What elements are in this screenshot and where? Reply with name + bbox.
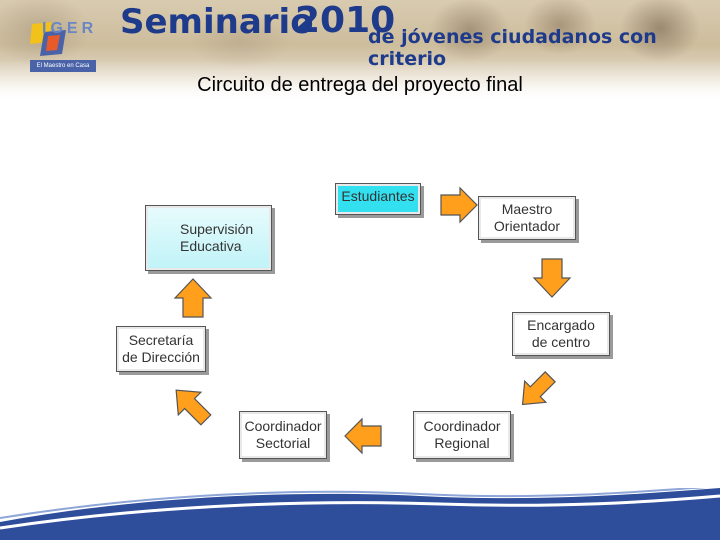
node-maestro-orientador: Maestro Orientador	[478, 196, 576, 240]
arrow-up-icon	[173, 278, 213, 318]
node-secretaria-direccion: Secretaría de Dirección	[116, 326, 206, 372]
logo-wordmark: IGER	[42, 20, 98, 37]
node-coordinador-sectorial: Coordinador Sectorial	[239, 411, 327, 459]
arrow-up-left-icon	[175, 389, 212, 426]
arrow-down-left-icon	[521, 371, 556, 406]
arrow-right-icon	[440, 186, 478, 224]
node-encargado-centro: Encargado de centro	[512, 312, 610, 356]
node-coordinador-regional: Coordinador Regional	[413, 411, 511, 459]
header-banner: IGER El Maestro en Casa Seminario 2010 d…	[0, 0, 720, 100]
logo-tagline: El Maestro en Casa	[30, 60, 96, 72]
banner-year: 2010	[295, 0, 396, 41]
arrow-down-icon	[532, 258, 572, 298]
node-estudiantes: Estudiantes	[335, 183, 421, 215]
banner-seminario: Seminario	[120, 2, 314, 42]
logo-mark-icon	[30, 22, 66, 56]
node-supervision-educativa: Supervisión Educativa	[145, 205, 272, 271]
page-title: Circuito de entrega del proyecto final	[197, 74, 523, 96]
arrow-left-icon	[344, 417, 382, 455]
iger-logo: IGER El Maestro en Casa	[12, 8, 96, 82]
banner-subtitle: de jóvenes ciudadanos con criterio	[368, 26, 657, 70]
footer-swoosh	[0, 488, 720, 540]
